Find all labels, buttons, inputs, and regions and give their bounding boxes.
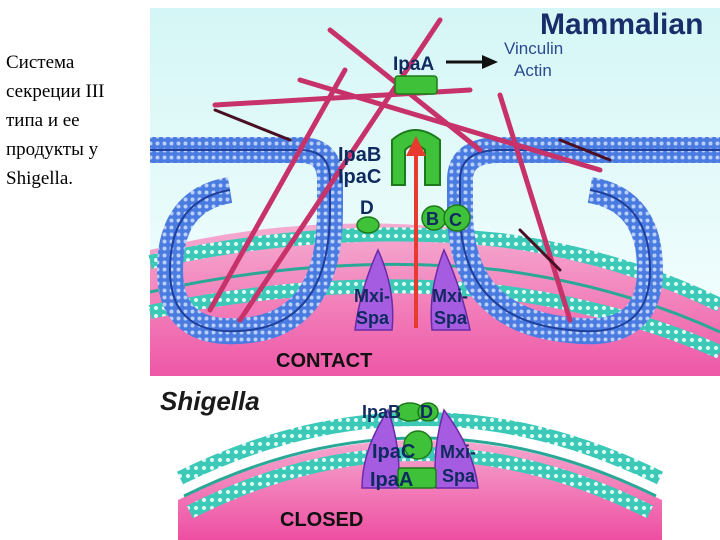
ipaA-protein <box>394 75 438 95</box>
c-protein <box>443 204 471 232</box>
mxi-spa-right <box>430 248 471 331</box>
label-ipaA-top: IpaA <box>393 54 434 75</box>
closed-label-d: D <box>420 402 433 422</box>
label-ipaC: IpaC <box>338 166 381 188</box>
label-d: D <box>360 198 374 219</box>
label-shigella: Shigella <box>160 386 260 416</box>
closed-ipaA-protein <box>397 467 437 489</box>
label-contact: CONTACT <box>276 350 372 372</box>
label-b: B <box>426 209 439 229</box>
contact-panel: Mammalian IpaA Vinculin Actin IpaB IpaC … <box>148 8 720 376</box>
label-mxi-left-1: Mxi- <box>354 286 390 306</box>
actin-filaments-dark <box>213 108 612 272</box>
closed-label-ipaC: IpaC <box>372 441 415 463</box>
closed-d-protein <box>417 402 439 422</box>
closed-panel: Shigella IpaB D IpaC IpaA Mxi- Spa CLOSE… <box>160 386 664 540</box>
mxi-spa-left <box>354 248 394 331</box>
closed-label-mxi-1: Mxi- <box>440 442 476 462</box>
d-protein <box>356 216 380 234</box>
closed-label-ipaB: IpaB <box>362 402 401 422</box>
caption-text: Система секреции III типа и ее продукты … <box>6 52 105 189</box>
host-membrane <box>150 137 720 345</box>
label-c: C <box>449 210 462 230</box>
closed-needle-right <box>434 408 479 489</box>
actin-filaments <box>207 17 603 323</box>
label-vinculin: Vinculin <box>504 39 563 58</box>
label-closed: CLOSED <box>280 509 363 531</box>
label-mxi-left-2: Spa <box>356 308 390 328</box>
label-mxi-right-2: Spa <box>434 308 468 328</box>
closed-needle-left <box>361 408 400 489</box>
translocon-pore <box>391 129 441 186</box>
closed-label-ipaA: IpaA <box>370 469 413 491</box>
vinculin-arrowhead <box>482 55 498 69</box>
label-ipaB: IpaB <box>338 144 381 166</box>
closed-ipaC-protein <box>403 430 433 460</box>
label-mxi-right-1: Mxi- <box>432 286 468 306</box>
secretion-arrowhead <box>406 136 426 156</box>
closed-label-mxi-2: Spa <box>442 466 476 486</box>
title-mammalian: Mammalian <box>540 8 703 41</box>
label-actin: Actin <box>514 61 552 80</box>
